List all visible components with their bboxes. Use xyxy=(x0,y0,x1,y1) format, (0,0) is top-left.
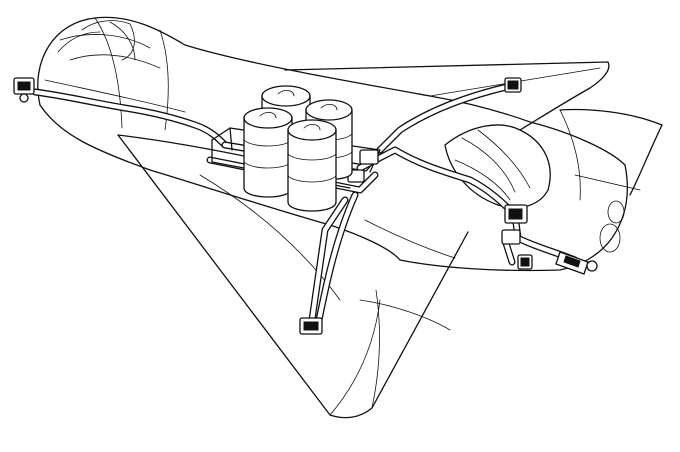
tank-cluster xyxy=(243,85,353,212)
tank-front-left xyxy=(243,107,293,198)
nose-valve xyxy=(13,77,35,103)
aft-nozzle-coupling xyxy=(555,251,598,275)
fittings xyxy=(13,77,598,335)
tail-valve-upper xyxy=(504,77,522,93)
wing-valve xyxy=(299,317,323,335)
tail-valve-cluster xyxy=(501,204,533,270)
canopy-outline xyxy=(57,20,135,61)
tank-front-right xyxy=(287,119,337,212)
main-wing-outline xyxy=(117,134,469,419)
tail-section xyxy=(444,108,663,253)
